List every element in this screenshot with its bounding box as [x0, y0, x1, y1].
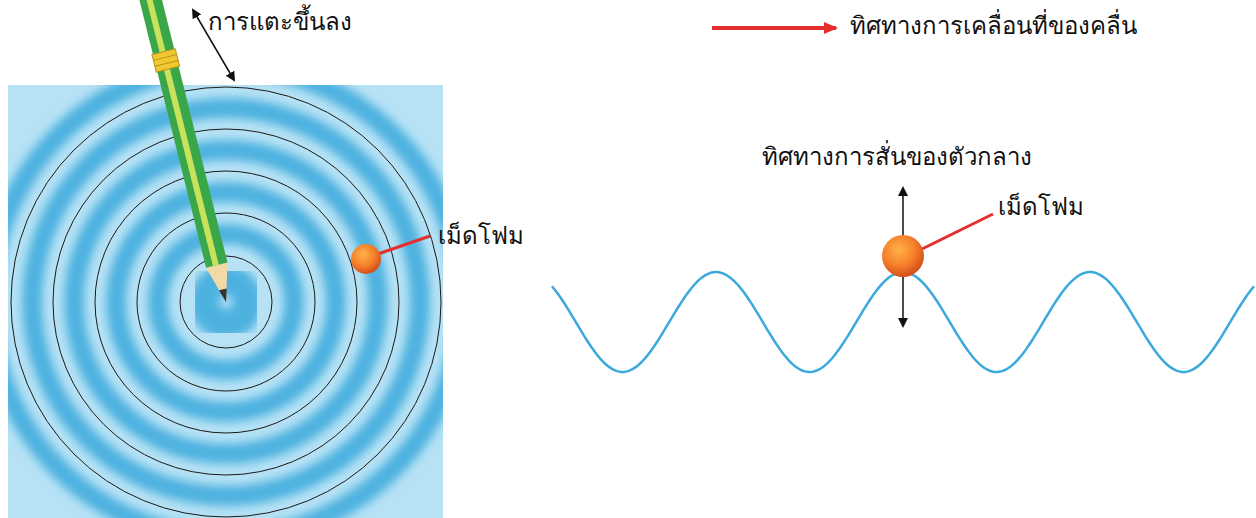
ripples [8, 85, 443, 518]
leader-line [920, 214, 993, 250]
tap-label: การแตะขึ้นลง [208, 8, 352, 37]
legend-text: ทิศทางการเคลื่อนที่ของคลื่น [850, 12, 1137, 41]
legend-swatch [712, 26, 836, 30]
leader-line [378, 236, 430, 254]
pencil [135, 0, 238, 305]
water-surface [8, 85, 443, 518]
foam-bead [882, 235, 924, 277]
foam-label: เม็ดโฟม [438, 222, 524, 251]
foam-bead [351, 244, 381, 274]
vibration-label: ทิศทางการสั่นของตัวกลาง [762, 143, 1032, 172]
foam-label: เม็ดโฟม [998, 193, 1084, 222]
